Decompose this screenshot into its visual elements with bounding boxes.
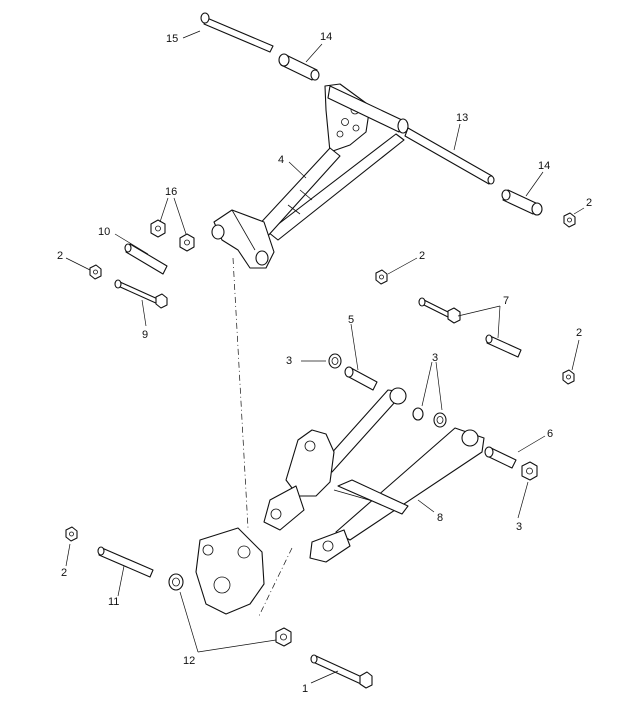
part-3-locknut-right bbox=[521, 461, 538, 481]
part-2-nut-center bbox=[375, 269, 388, 285]
callout-11: 11 bbox=[108, 596, 119, 608]
callout-8: 8 bbox=[437, 512, 443, 524]
callout-labels: 15 14 13 4 14 16 2 10 2 2 9 7 5 2 3 3 6 … bbox=[57, 31, 592, 695]
leader-lines bbox=[65, 30, 585, 684]
callout-5: 5 bbox=[348, 314, 354, 326]
callout-3-center: 3 bbox=[432, 352, 438, 364]
part-3-flange-washer-left bbox=[328, 353, 342, 369]
part-11-pin bbox=[97, 546, 154, 578]
callout-4: 4 bbox=[278, 154, 284, 166]
callout-2-right-top: 2 bbox=[586, 197, 592, 209]
callout-1: 1 bbox=[302, 683, 308, 695]
part-2-nut-left bbox=[89, 264, 102, 280]
part-2-nut-right-middle bbox=[562, 369, 575, 385]
callout-2-center: 2 bbox=[419, 250, 425, 262]
part-8-lower-arm bbox=[309, 427, 485, 563]
callout-2-lower-left: 2 bbox=[61, 567, 67, 579]
upper-link-arm bbox=[319, 387, 407, 473]
part-7-bolt bbox=[418, 297, 461, 324]
part-2-nut-lower-left bbox=[65, 526, 78, 542]
callout-2-left: 2 bbox=[57, 250, 63, 262]
part-16-locknut-lower bbox=[179, 233, 195, 252]
callout-3-right: 3 bbox=[516, 521, 522, 533]
callout-9: 9 bbox=[142, 329, 148, 341]
callout-7: 7 bbox=[503, 295, 509, 307]
part-2-nut-right-top bbox=[563, 212, 576, 228]
part-16-locknut-upper bbox=[150, 219, 166, 238]
part-7-sleeve bbox=[485, 334, 522, 358]
part-14-right-bushing bbox=[501, 189, 543, 216]
part-1-bolt bbox=[310, 654, 373, 689]
part-10-spacer-pin bbox=[124, 243, 168, 275]
callout-15: 15 bbox=[166, 33, 178, 45]
callout-6: 6 bbox=[547, 428, 553, 440]
part-13-cross-shaft bbox=[404, 127, 495, 185]
alignment-lines bbox=[232, 257, 293, 619]
part-5-bushing bbox=[344, 366, 378, 391]
part-9-bolt bbox=[114, 279, 168, 309]
callout-2-right-middle: 2 bbox=[576, 327, 582, 339]
callout-10: 10 bbox=[98, 226, 110, 238]
part-3-washer-center-b bbox=[433, 412, 447, 428]
callout-12: 12 bbox=[183, 655, 195, 667]
part-3-washer-center-a bbox=[412, 407, 424, 421]
part-4-upper-arm bbox=[211, 83, 409, 269]
hub-bracket-assembly bbox=[195, 429, 335, 615]
part-6-bushing-right bbox=[484, 446, 517, 469]
callout-13: 13 bbox=[456, 112, 468, 124]
part-12-bushing-left bbox=[168, 573, 184, 591]
callout-16: 16 bbox=[165, 186, 177, 198]
part-12-bushing-right bbox=[275, 627, 292, 647]
callout-14-right: 14 bbox=[538, 160, 550, 172]
part-14-upper-bushing bbox=[278, 53, 320, 81]
callout-3-left: 3 bbox=[286, 355, 292, 367]
callout-14-upper: 14 bbox=[320, 31, 332, 43]
part-15-long-bolt bbox=[200, 12, 274, 53]
